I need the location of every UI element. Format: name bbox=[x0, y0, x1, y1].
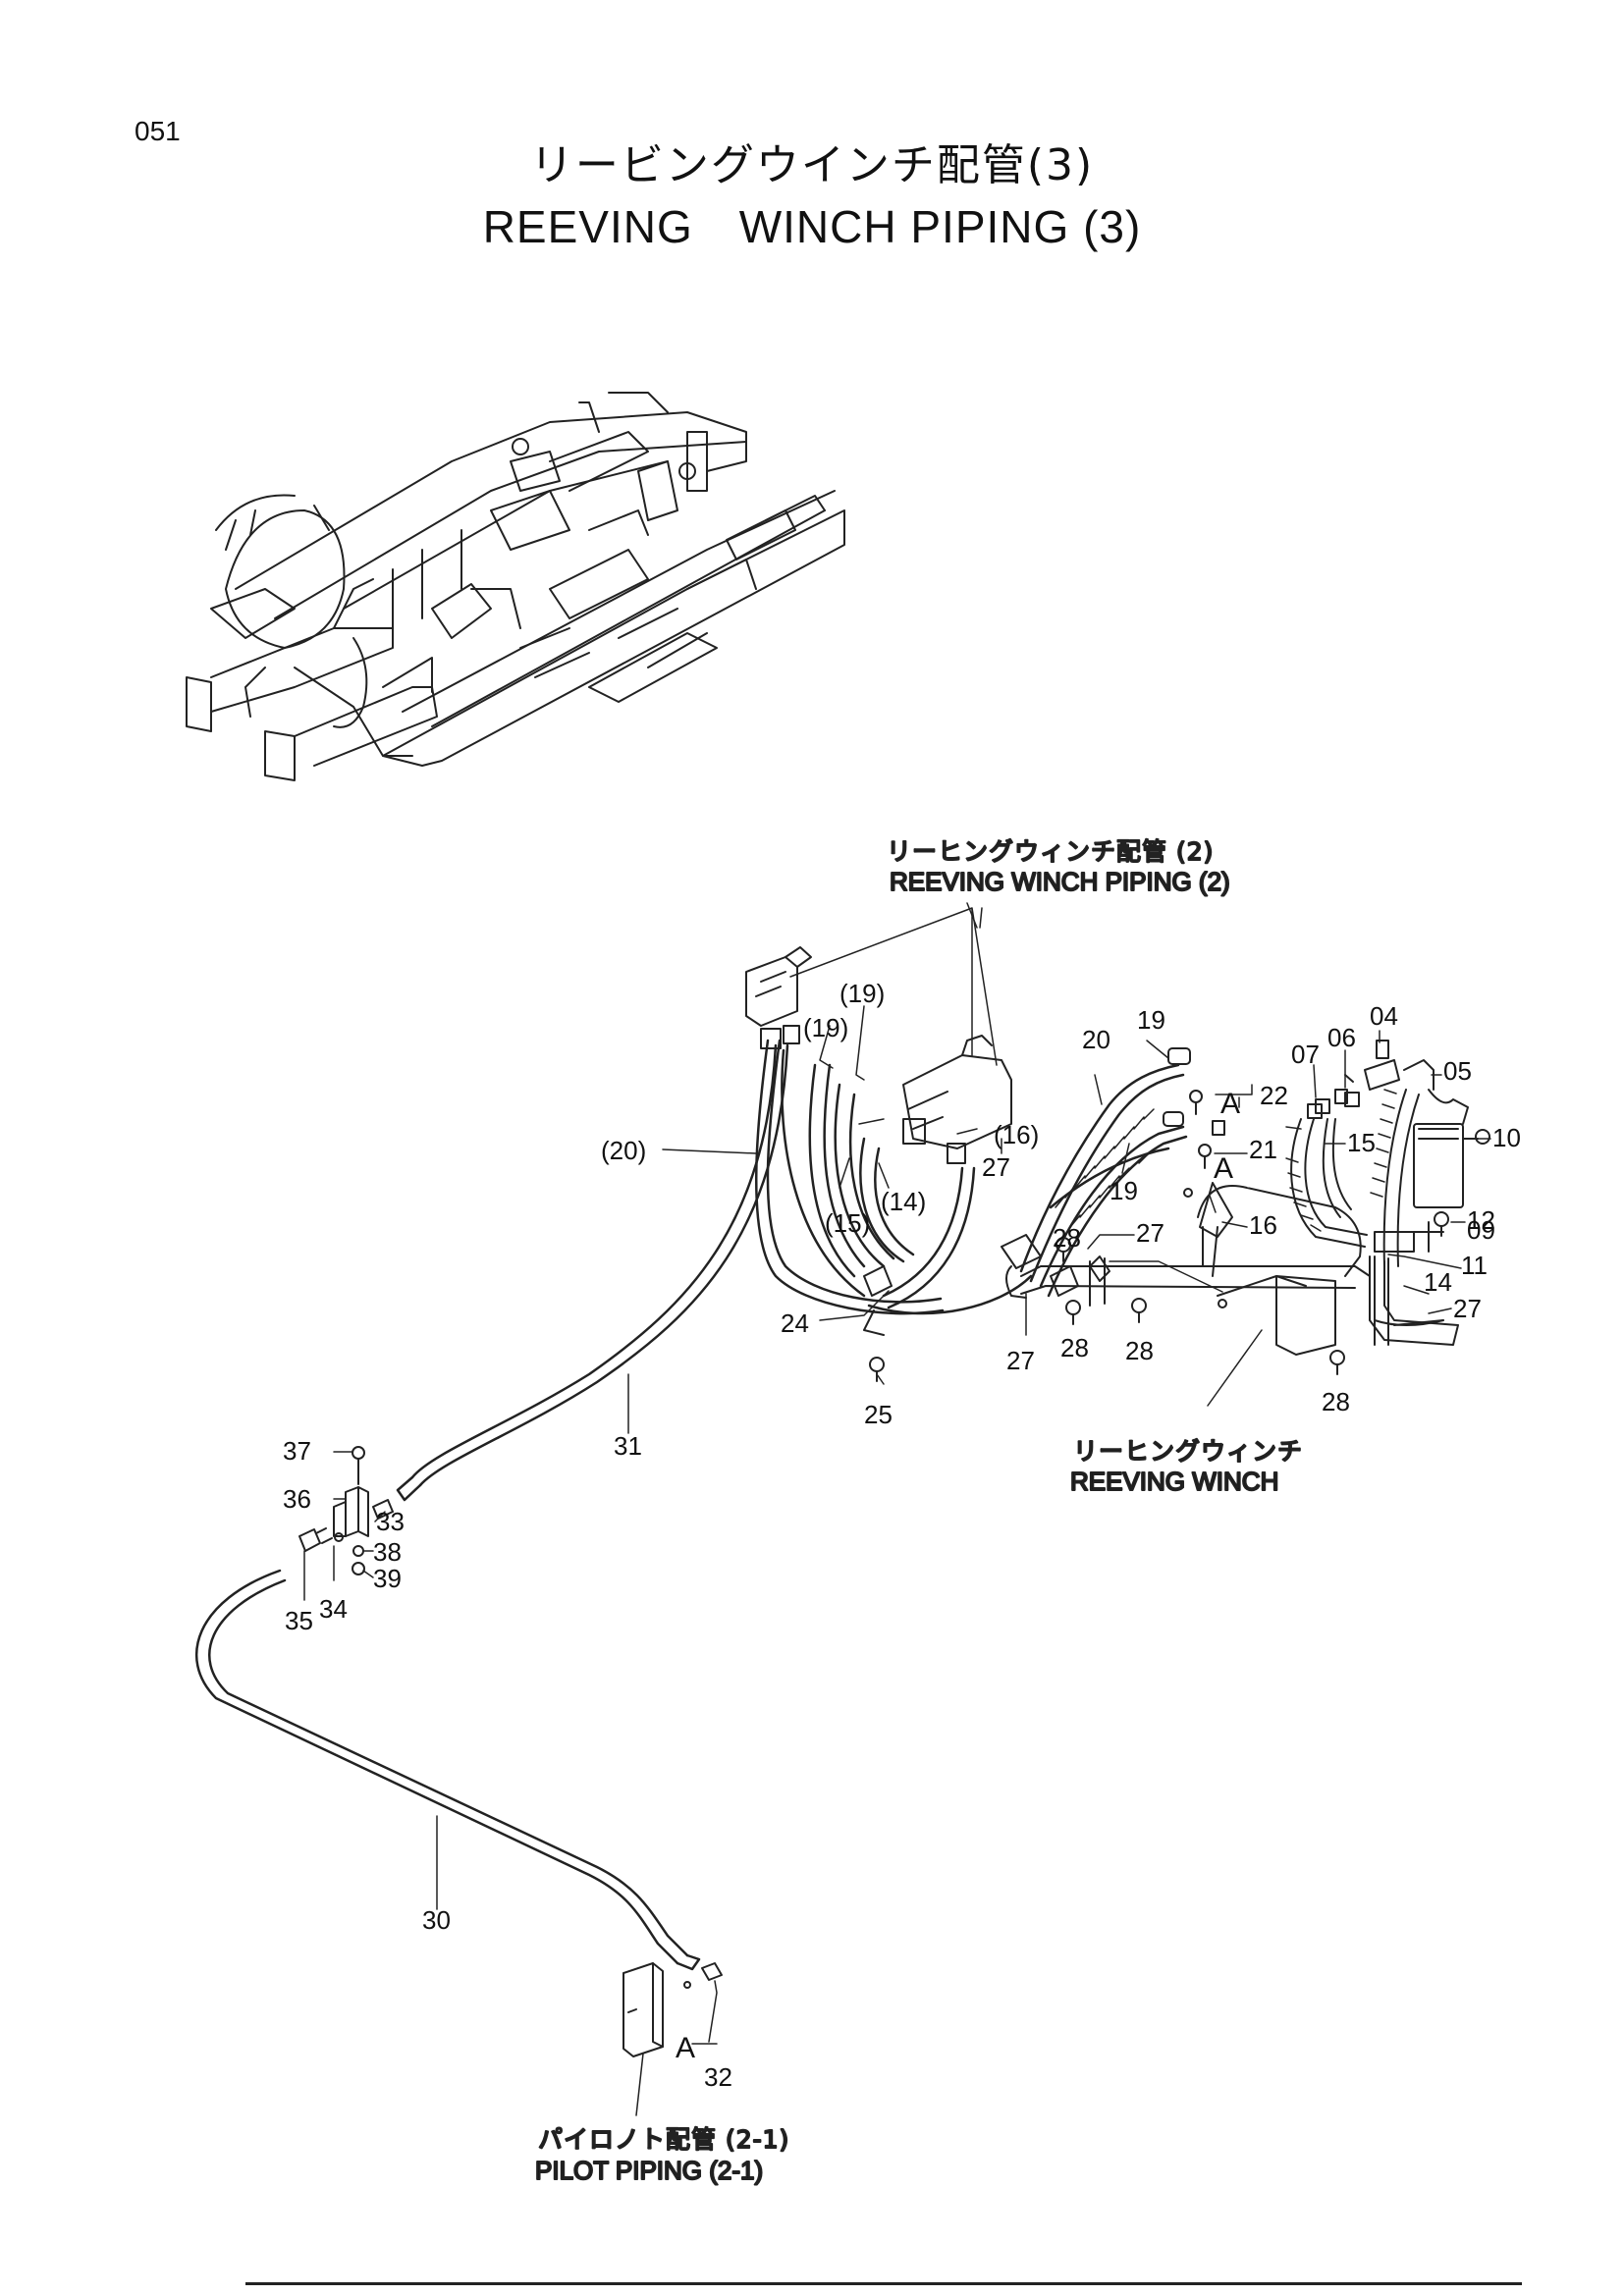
page-title-english: REEVING WINCH PIPING (3) bbox=[482, 201, 1142, 252]
part-callouts: 04 05 06 07 09 10 11 12 14 (14) 15 (15) … bbox=[283, 979, 1521, 2092]
page-title-japanese: リービングウインチ配管(3) bbox=[529, 140, 1095, 190]
hose-20-bundle bbox=[755, 1039, 945, 1315]
callout-15: 15 bbox=[1347, 1128, 1376, 1157]
callout-19-lower: 19 bbox=[1110, 1176, 1138, 1205]
fittings-right bbox=[1290, 1040, 1479, 1346]
valve-block-left bbox=[745, 946, 812, 1049]
callout-A-lower: A bbox=[1214, 1152, 1233, 1185]
ref-winch-piping-2-en: REEVING WINCH PIPING (2) bbox=[890, 867, 1230, 896]
ref-reeving-winch-jp: リーヒングウィンチ bbox=[1073, 1437, 1303, 1466]
callout-19-ref-a: (19) bbox=[839, 979, 885, 1008]
callout-22: 22 bbox=[1260, 1081, 1288, 1110]
callout-05: 05 bbox=[1443, 1056, 1472, 1086]
callout-28-c: 28 bbox=[1125, 1336, 1154, 1365]
leader-lines bbox=[303, 902, 1491, 2116]
ref-reeving-winch-en: REEVING WINCH bbox=[1070, 1467, 1278, 1496]
page-number: 051 bbox=[135, 116, 181, 146]
callout-35: 35 bbox=[285, 1606, 313, 1635]
ref-pilot-piping-en: PILOT PIPING (2-1) bbox=[535, 2156, 763, 2185]
hose-30 bbox=[194, 1569, 701, 1971]
callout-14: 14 bbox=[1424, 1267, 1452, 1297]
bottom-rule bbox=[245, 2282, 1522, 2285]
valve-block-center bbox=[902, 1035, 1012, 1164]
callout-21: 21 bbox=[1249, 1135, 1277, 1164]
callout-25: 25 bbox=[864, 1400, 893, 1429]
callout-30: 30 bbox=[422, 1905, 451, 1935]
callout-38: 38 bbox=[373, 1537, 402, 1567]
callout-14-ref: (14) bbox=[881, 1187, 926, 1216]
callout-19-top: 19 bbox=[1137, 1005, 1165, 1035]
callout-19-ref-b: (19) bbox=[803, 1013, 848, 1042]
callout-A-pilot: A bbox=[676, 2032, 695, 2064]
callout-16: 16 bbox=[1249, 1210, 1277, 1240]
callout-10: 10 bbox=[1492, 1123, 1521, 1152]
callout-04: 04 bbox=[1370, 1001, 1398, 1031]
callout-39: 39 bbox=[373, 1564, 402, 1593]
callout-31: 31 bbox=[614, 1431, 642, 1461]
callout-32: 32 bbox=[704, 2062, 732, 2092]
ref-winch-piping-2-jp: リーヒングウィンチ配管 (2) bbox=[887, 837, 1214, 866]
hose-group-19-15 bbox=[808, 1063, 1033, 1315]
callout-07: 07 bbox=[1291, 1040, 1320, 1069]
callout-20-ref: (20) bbox=[601, 1136, 646, 1165]
callout-27-d: 27 bbox=[1453, 1294, 1482, 1323]
callout-28-d: 28 bbox=[1322, 1387, 1350, 1416]
clamps-bolts bbox=[863, 1047, 1490, 1382]
callout-27-b: 27 bbox=[1136, 1218, 1164, 1248]
machine-frame-overview bbox=[186, 392, 845, 781]
hose-group-19-20 bbox=[1019, 1063, 1188, 1298]
callout-11: 11 bbox=[1461, 1251, 1488, 1280]
callout-28-a: 28 bbox=[1053, 1223, 1081, 1253]
callout-16-ref: (16) bbox=[994, 1120, 1039, 1149]
callout-12: 12 bbox=[1467, 1205, 1495, 1235]
callout-37: 37 bbox=[283, 1436, 311, 1466]
callout-A-upper: A bbox=[1220, 1088, 1240, 1120]
ref-pilot-piping-jp: パイロノト配管 (2-1) bbox=[538, 2125, 789, 2154]
callout-24: 24 bbox=[781, 1308, 809, 1338]
callout-34: 34 bbox=[319, 1594, 348, 1624]
callout-36: 36 bbox=[283, 1484, 311, 1514]
callout-09: 09 bbox=[1467, 1215, 1495, 1245]
callout-28-b: 28 bbox=[1060, 1333, 1089, 1362]
hose-31 bbox=[396, 1043, 789, 1502]
callout-20: 20 bbox=[1082, 1025, 1110, 1054]
spiral-guards bbox=[1055, 1089, 1397, 1232]
callout-33: 33 bbox=[376, 1507, 405, 1536]
callout-27-c: 27 bbox=[1006, 1346, 1035, 1375]
callout-06: 06 bbox=[1327, 1023, 1356, 1052]
pilot-valve-box bbox=[623, 1962, 723, 2057]
callout-27-a: 27 bbox=[982, 1152, 1010, 1182]
bracket-assembly bbox=[298, 1446, 394, 1575]
callout-15-ref: (15) bbox=[825, 1208, 870, 1238]
reeving-winch-body bbox=[1005, 1182, 1459, 1356]
